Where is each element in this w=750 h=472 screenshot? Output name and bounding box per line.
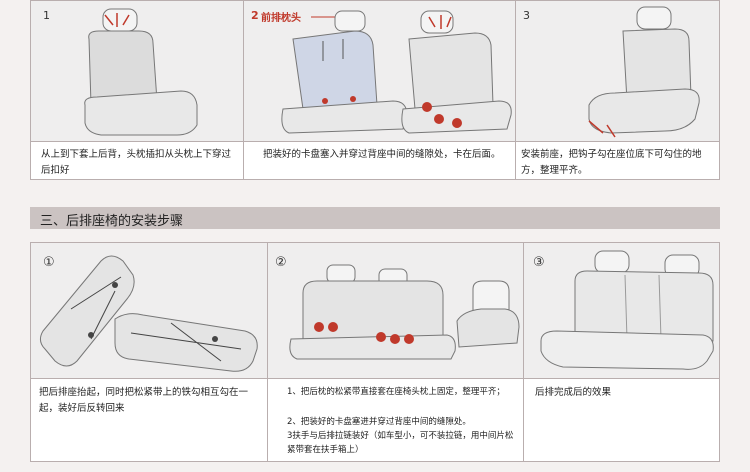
seat-tuck-in-illustration <box>281 10 512 134</box>
step-caption-line-1: 1、把后枕的松紧带直接套在座椅头枕上固定，整理平齐； <box>287 387 505 397</box>
step-number: 3 <box>523 9 530 22</box>
top-step-2: 2 前排枕头 把装好的卡盘塞入并穿过背座中间的缝隙处，卡在后面。 <box>243 1 515 179</box>
bottom-step-3: ③ 后排完成后的效果 <box>523 243 721 461</box>
step-number: ① <box>43 255 55 270</box>
rear-seat-install-illustration <box>289 264 520 360</box>
rear-bench-hook-illustration <box>39 255 258 372</box>
step-number: 2 <box>251 9 259 22</box>
bottom-steps-panel: ① 把后排座抬起，同时把松紧带上的铁勾相互勾在一起，装好后反转回来 ② 1、把后… <box>30 242 720 462</box>
step-caption: 把装好的卡盘塞入并穿过背座中间的缝隙处，卡在后面。 <box>263 149 501 160</box>
top-step-3: 3 安装前座，把钩子勾在座位底下可勾住的地方，整理平齐。 <box>515 1 721 179</box>
step-caption: 从上到下套上后背，头枕插扣从头枕上下穿过后扣好 <box>41 149 232 176</box>
front-headrest-label: 前排枕头 <box>261 13 301 24</box>
seat-back-cover-illustration <box>84 8 198 136</box>
step-caption: 后排完成后的效果 <box>535 387 612 398</box>
top-steps-panel: 1 从上到下套上后背，头枕插扣从头枕上下穿过后扣好 2 前排枕头 把装好的卡盘塞… <box>30 0 720 180</box>
top-step-1: 1 从上到下套上后背，头枕插扣从头枕上下穿过后扣好 <box>31 1 243 179</box>
front-seat-illustration <box>588 6 700 138</box>
step-caption-line-3: 3扶手与后排拉链装好（如车型小，可不装拉链，用中间片松紧带套在扶手箱上） <box>287 431 514 455</box>
rear-seat-finished-illustration <box>540 250 714 370</box>
step-caption: 安装前座，把钩子勾在座位底下可勾住的地方，整理平齐。 <box>521 149 702 176</box>
bottom-step-2: ② 1、把后枕的松紧带直接套在座椅头枕上固定，整理平齐； 2、把装好的卡盘塞进并… <box>267 243 523 461</box>
section-heading: 三、后排座椅的安装步骤 <box>40 214 184 229</box>
step-number: ③ <box>533 255 545 270</box>
step-caption: 把后排座抬起，同时把松紧带上的铁勾相互勾在一起，装好后反转回来 <box>39 387 249 414</box>
step-caption-line-2: 2、把装好的卡盘塞进并穿过背座中间的缝隙处。 <box>287 417 471 427</box>
section-heading-band: 三、后排座椅的安装步骤 <box>30 207 720 229</box>
step-number: ② <box>275 255 287 270</box>
bottom-step-1: ① 把后排座抬起，同时把松紧带上的铁勾相互勾在一起，装好后反转回来 <box>31 243 267 461</box>
step-number: 1 <box>43 9 50 22</box>
